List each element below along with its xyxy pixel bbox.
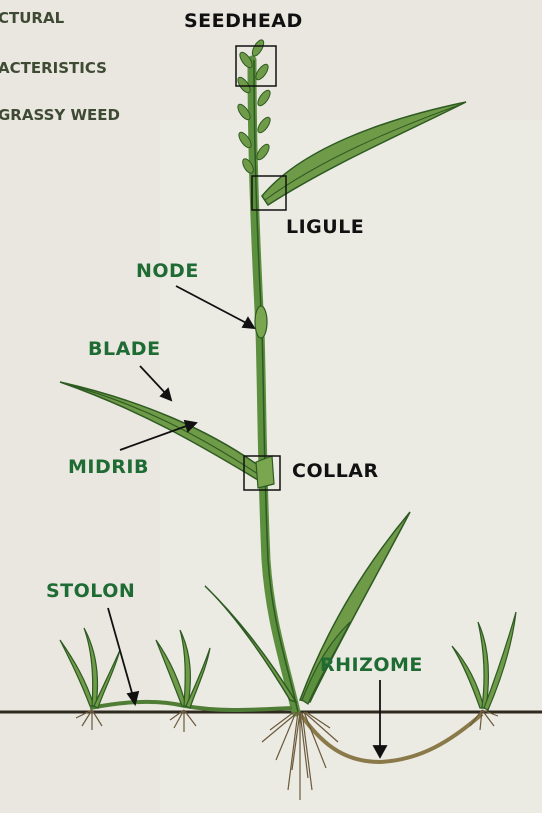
spikelet — [256, 88, 273, 107]
stolon-arrow — [108, 608, 134, 700]
left-text-line: GRASSY WEED — [0, 106, 120, 124]
seedhead-label: SEEDHEAD — [184, 10, 303, 32]
node-arrow — [176, 286, 252, 326]
rhizome-runner — [300, 714, 482, 762]
node-arrowhead — [243, 318, 254, 328]
plantlet-leaf — [484, 612, 516, 710]
spikelet — [256, 115, 273, 134]
plantlet-leaf — [452, 646, 484, 708]
left-text-line: ACTERISTICS — [0, 59, 107, 77]
midrib-arrow — [120, 424, 192, 450]
node-swelling — [255, 306, 267, 338]
midrib-label: MIDRIB — [68, 456, 149, 478]
rhizome-plantlet — [452, 612, 516, 710]
rhizome-arrowhead — [374, 746, 386, 757]
rhizome-label: RHIZOME — [320, 654, 423, 676]
blade-label: BLADE — [88, 338, 161, 360]
root-systems — [76, 710, 498, 800]
plantlet-leaf — [156, 640, 186, 706]
left-text-line: CTURAL — [0, 9, 64, 27]
blade-arrow — [140, 366, 168, 396]
collar-sheath — [256, 456, 274, 488]
stolon-label: STOLON — [46, 580, 135, 602]
ligule-label: LIGULE — [286, 216, 364, 238]
upper-leaf-blade — [262, 102, 466, 205]
stolon-plantlet-right — [156, 630, 210, 708]
plantlet-leaf — [60, 640, 94, 706]
main-roots — [262, 712, 338, 800]
spikelet — [250, 38, 266, 58]
stolon-plantlet-left — [60, 628, 120, 708]
node-label: NODE — [136, 260, 199, 282]
collar-label: COLLAR — [292, 460, 379, 482]
